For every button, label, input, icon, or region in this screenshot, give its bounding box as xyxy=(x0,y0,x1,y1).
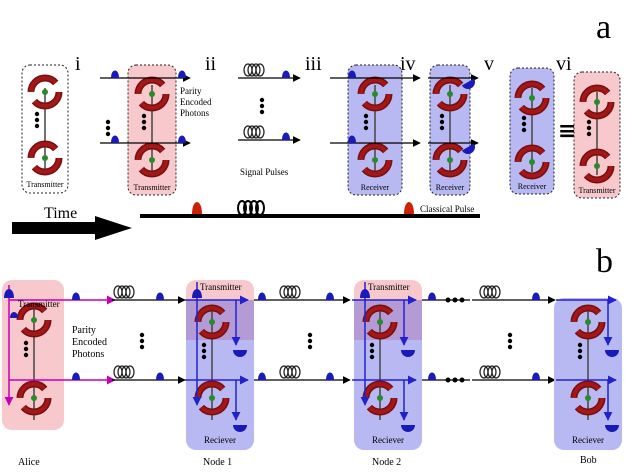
stage-label-iii: iii xyxy=(305,53,322,75)
node-2-receiver-label: Reciever xyxy=(372,435,404,445)
bob-receiver: Reciever xyxy=(554,295,622,450)
stage-vi-transmitter: Transmitter xyxy=(573,71,621,199)
stage-vi-receiver: Receiver xyxy=(509,67,555,195)
b-parity-line-3: Photons xyxy=(72,349,104,360)
node-1-transmitter-label: Transmitter xyxy=(200,282,242,292)
stage-label-v: v xyxy=(484,53,494,75)
classical-coil xyxy=(237,200,265,216)
b-parity-line-1: Parity xyxy=(72,325,96,336)
node-2: Transmitter Reciever xyxy=(352,280,422,450)
ellipsis-upper xyxy=(445,297,465,303)
parity-line-2: Encoded xyxy=(180,97,212,107)
classical-pulse-left xyxy=(192,202,202,214)
time-label: Time xyxy=(44,205,77,222)
node-label-alice: Alice xyxy=(18,457,40,468)
classical-pulse-right xyxy=(404,202,414,214)
stage-iv-receiver: Receiver xyxy=(347,64,403,196)
stage-label-i: i xyxy=(75,53,81,75)
stage-label-ii: ii xyxy=(205,53,217,75)
node-1-receiver-label: Reciever xyxy=(204,435,236,445)
equiv-symbol: ≡ xyxy=(558,119,576,144)
node-1: Transmitter Reciever xyxy=(185,280,254,450)
bob-receiver-label: Reciever xyxy=(572,435,604,445)
node-label-node-1: Node 1 xyxy=(203,457,232,468)
classical-pulse-label: Classical Pulse xyxy=(420,204,474,214)
parity-line-1: Parity xyxy=(180,86,202,96)
node-label-node-2: Node 2 xyxy=(372,457,401,468)
stage-v-receiver: Receiver xyxy=(429,64,471,196)
parity-line-3: Photons xyxy=(180,108,210,118)
stage-label-vi: vi xyxy=(556,53,572,75)
alice-transmitter-label: Transmitter xyxy=(18,299,60,309)
stage-vi-receiver-label: Receiver xyxy=(518,182,547,191)
stage-iv-label: Receiver xyxy=(361,183,390,192)
panel-b-label: b xyxy=(596,243,613,280)
stage-v-label: Receiver xyxy=(436,183,465,192)
panel-a-label: a xyxy=(596,9,611,46)
stage-i-transmitter: Transmitter xyxy=(21,64,69,194)
ellipsis-lower xyxy=(445,377,465,383)
stage-label-iv: iv xyxy=(400,53,416,75)
stage-i-label: Transmitter xyxy=(26,180,63,189)
stage-vi-transmitter-label: Transmitter xyxy=(578,186,615,195)
node-label-bob: Bob xyxy=(580,455,597,466)
node-2-transmitter-label: Transmitter xyxy=(368,282,410,292)
signal-pulses-label: Signal Pulses xyxy=(240,167,289,177)
stage-ii-label: Transmitter xyxy=(133,183,170,192)
b-parity-line-2: Encoded xyxy=(72,337,107,348)
alice-transmitter: Transmitter xyxy=(2,280,64,430)
stage-ii-transmitter: Transmitter xyxy=(127,64,177,196)
time-arrow xyxy=(12,216,132,240)
